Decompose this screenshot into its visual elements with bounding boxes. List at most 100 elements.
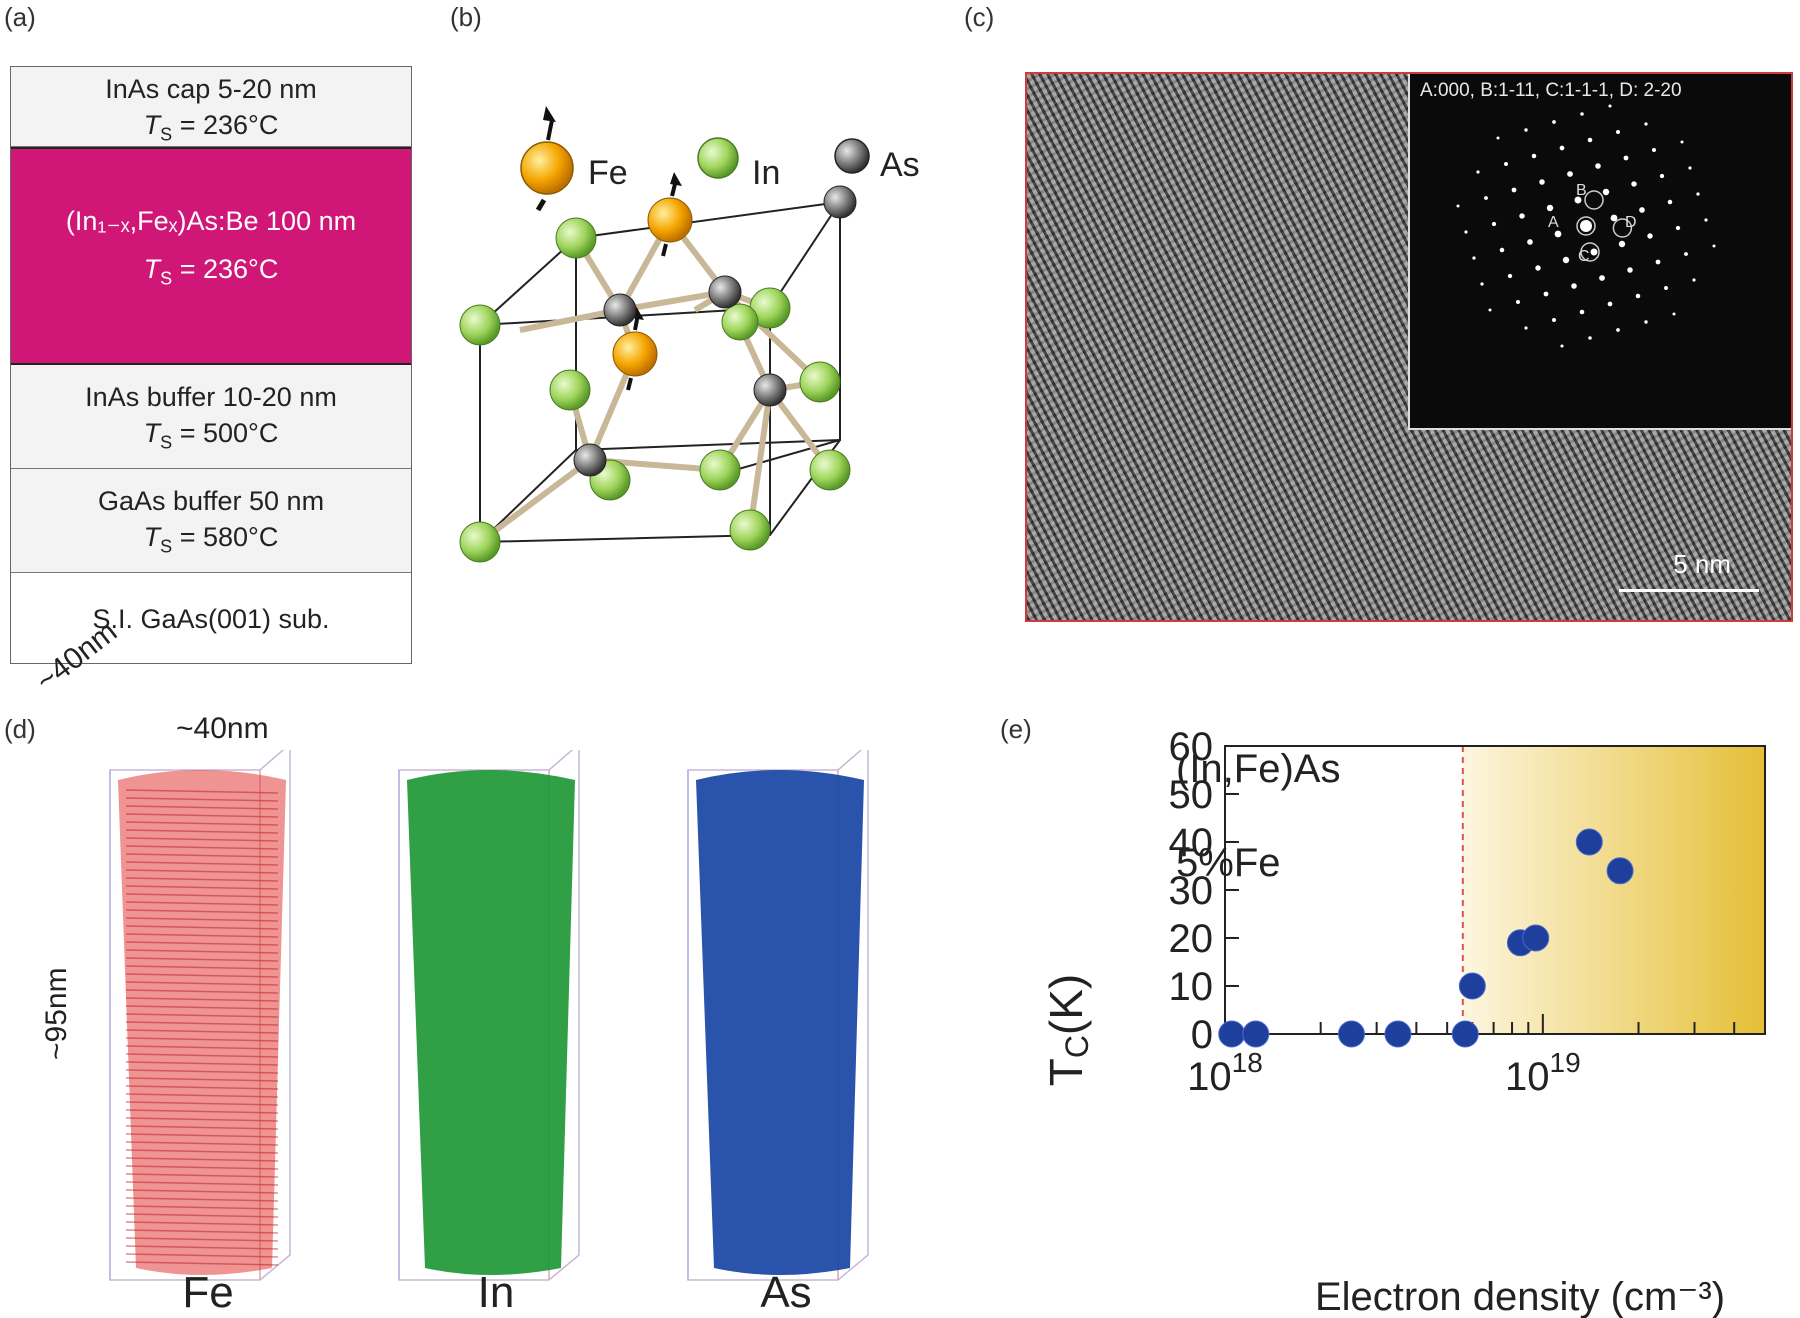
tem-image: A:000, B:1-11, C:1-1-1, D: 2-20 B A D C … [1025, 72, 1793, 622]
diffraction-spot [1580, 112, 1584, 116]
data-point [1606, 857, 1634, 885]
diffraction-spot [1496, 136, 1500, 140]
layer-name: GaAs buffer 50 nm [97, 486, 325, 516]
apt-label-in: In [477, 1268, 515, 1317]
fe-atoms [612, 172, 693, 391]
y-tick-label: 60 [1169, 725, 1214, 769]
diffraction-spot [1539, 179, 1545, 185]
diffraction-spot [1607, 301, 1613, 307]
diffraction-spot [1647, 233, 1653, 239]
legend-fe-label: Fe [588, 154, 628, 192]
layer-temp: TS = 500°C [143, 418, 279, 453]
diffraction-spot [1680, 140, 1684, 144]
diffraction-spot [1692, 278, 1696, 282]
diffraction-spot [1659, 173, 1665, 179]
diffraction-spot [1675, 225, 1681, 231]
legend-in: In [697, 137, 780, 192]
diffraction-spot [1610, 214, 1618, 222]
spot-ring [1612, 218, 1633, 238]
layer-temp: TS = 236°C [143, 110, 279, 145]
layer-gaas-buffer: GaAs buffer 50 nm TS = 580°C [11, 469, 411, 573]
apt-label-as: As [760, 1268, 812, 1317]
diffraction-spot [1499, 247, 1505, 253]
layer-name: InAs cap 5-20 nm [105, 74, 317, 104]
spot-label-c: C [1578, 248, 1590, 265]
diffraction-spot [1552, 120, 1556, 124]
diffraction-spot [1484, 196, 1488, 200]
apt-column-fe [109, 750, 291, 1281]
diffraction-spot [1507, 273, 1513, 279]
scale-bar-label: 5 nm [1673, 549, 1731, 579]
y-tick-label: 20 [1169, 917, 1214, 961]
diffraction-spot [1551, 317, 1557, 323]
diffraction-spot [1644, 320, 1648, 324]
spot-ring [1576, 216, 1596, 236]
diffraction-spot [1546, 204, 1554, 212]
legend-fe: Fe [520, 106, 628, 212]
diffraction-spot [1639, 207, 1645, 213]
diffraction-spot [1623, 155, 1629, 161]
apt-label-fe: Fe [182, 1268, 234, 1317]
panel-label-a: (a) [4, 2, 36, 32]
height-dimension-label: ~95nm [40, 967, 73, 1060]
diffraction-spot [1535, 265, 1541, 271]
unit-cell-edges [479, 200, 841, 544]
data-point [1384, 1020, 1412, 1048]
diffraction-spot [1574, 196, 1582, 204]
diffraction-spot [1627, 267, 1633, 273]
diffraction-spot [1590, 248, 1598, 256]
layer-substrate: S.I. GaAs(001) sub. [11, 573, 411, 663]
x-axis: 1018 1019 [1187, 1014, 1766, 1099]
diffraction-spot [1608, 104, 1612, 108]
diffraction-spot [1571, 283, 1577, 289]
layer-temp: TS = 580°C [143, 522, 279, 557]
diffraction-spot [1688, 166, 1692, 170]
diffraction-spot [1524, 326, 1528, 330]
diffraction-spot [1480, 282, 1484, 286]
panel-label-e: (e) [1000, 714, 1032, 744]
diffraction-spot [1696, 192, 1700, 196]
diffraction-spot [1519, 213, 1525, 219]
diffraction-spot [1655, 259, 1661, 265]
diffraction-spot [1472, 256, 1476, 260]
high-density-shaded-region [1462, 746, 1765, 1034]
spot-label-b: B [1576, 182, 1587, 199]
panel-label-c: (c) [964, 2, 995, 32]
diffraction-spot [1560, 344, 1564, 348]
atom-cloud [407, 770, 575, 1275]
data-point [1242, 1020, 1270, 1048]
panel-label-b: (b) [450, 2, 482, 32]
diffraction-spot [1615, 129, 1621, 135]
y-tick-label: 50 [1169, 773, 1214, 817]
layer-inas-cap: InAs cap 5-20 nm TS = 236°C [11, 67, 411, 147]
x-axis-label: Electron density (cm⁻³) [1315, 1275, 1725, 1318]
in-atoms [459, 217, 851, 563]
x-tick-label: 1019 [1505, 1047, 1581, 1099]
diffraction-spot [1524, 128, 1528, 132]
layer-temp: TS = 236°C [143, 254, 279, 289]
annotation-material: (In,Fe)As [1176, 747, 1340, 791]
apt-column-in [398, 750, 580, 1281]
legend-in-label: In [752, 154, 780, 192]
layer-inas-buffer: InAs buffer 10-20 nm TS = 500°C [11, 365, 411, 469]
diffraction-spot [1491, 221, 1497, 227]
diffraction-spot [1672, 312, 1676, 316]
spot-label-a: A [1548, 214, 1559, 231]
crystal-structure-diagram: Fe In As [459, 106, 920, 563]
spot-label-d: D [1625, 214, 1637, 231]
diffraction-spot [1527, 239, 1533, 245]
x-tick-label: 1018 [1187, 1047, 1263, 1099]
diffraction-spot [1562, 256, 1570, 264]
diffraction-spot [1516, 300, 1520, 304]
layer-name: S.I. GaAs(001) sub. [92, 604, 330, 634]
y-axis-label: TC(K) [1040, 974, 1095, 1087]
panel-label-d: (d) [4, 714, 36, 744]
diffraction-spot [1543, 291, 1549, 297]
diffraction-spot [1644, 122, 1648, 126]
layer-name: (In₁₋ₓ,Feₓ)As:Be 100 nm [65, 206, 357, 236]
diffraction-spot [1504, 162, 1508, 166]
diffraction-spot [1599, 275, 1605, 281]
as-atoms [573, 185, 857, 477]
legend-as: As [834, 138, 920, 184]
